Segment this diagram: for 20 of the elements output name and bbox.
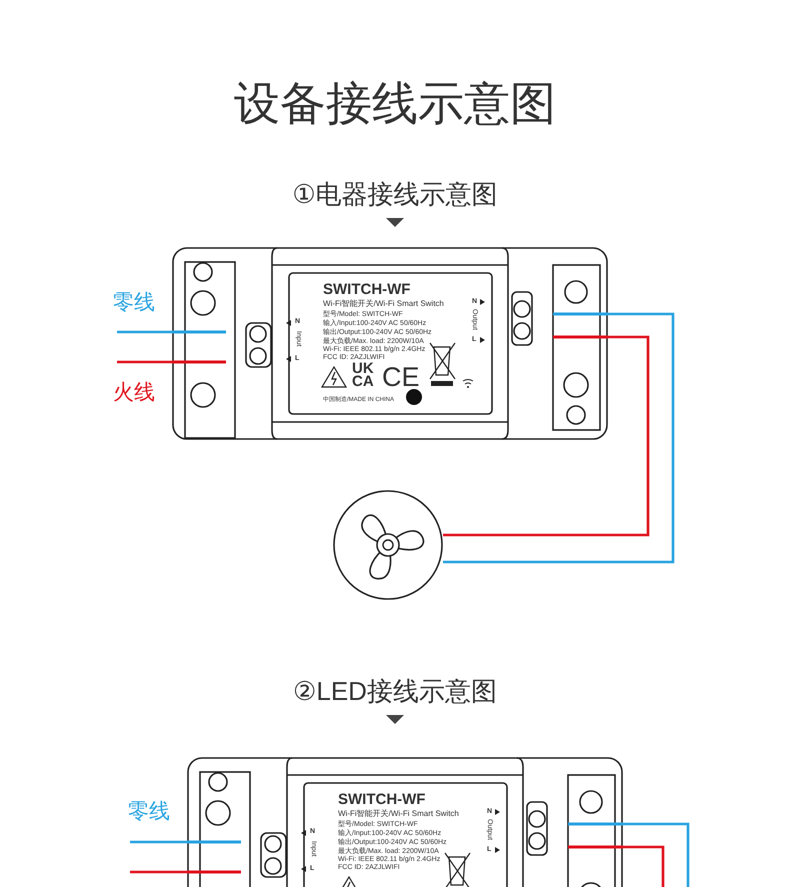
wire (623, 846, 664, 887)
wire (443, 312, 674, 564)
label-text: Wi-Fi智能开关/Wi-Fi Smart Switch (338, 810, 459, 818)
section-heading: ①电器接线示意图 (291, 181, 499, 207)
label-text: Wi-Fi智能开关/Wi-Fi Smart Switch (323, 300, 444, 308)
wire (117, 360, 172, 364)
wire (130, 870, 187, 874)
wire (623, 822, 690, 887)
wire (443, 336, 650, 536)
model-heading: SWITCH-WF (323, 282, 410, 297)
wire-label: 零线 (113, 292, 155, 313)
certification-mark: UK CA (352, 363, 375, 388)
wire-label: 零线 (128, 801, 170, 822)
title: 设备接线示意图 (233, 80, 557, 126)
wire (117, 330, 172, 334)
section-heading: ②LED接线示意图 (292, 678, 498, 704)
wire-label: 火线 (113, 382, 155, 403)
model-heading: SWITCH-WF (338, 792, 426, 807)
wire (130, 840, 187, 844)
certification-mark: CE (382, 364, 420, 391)
